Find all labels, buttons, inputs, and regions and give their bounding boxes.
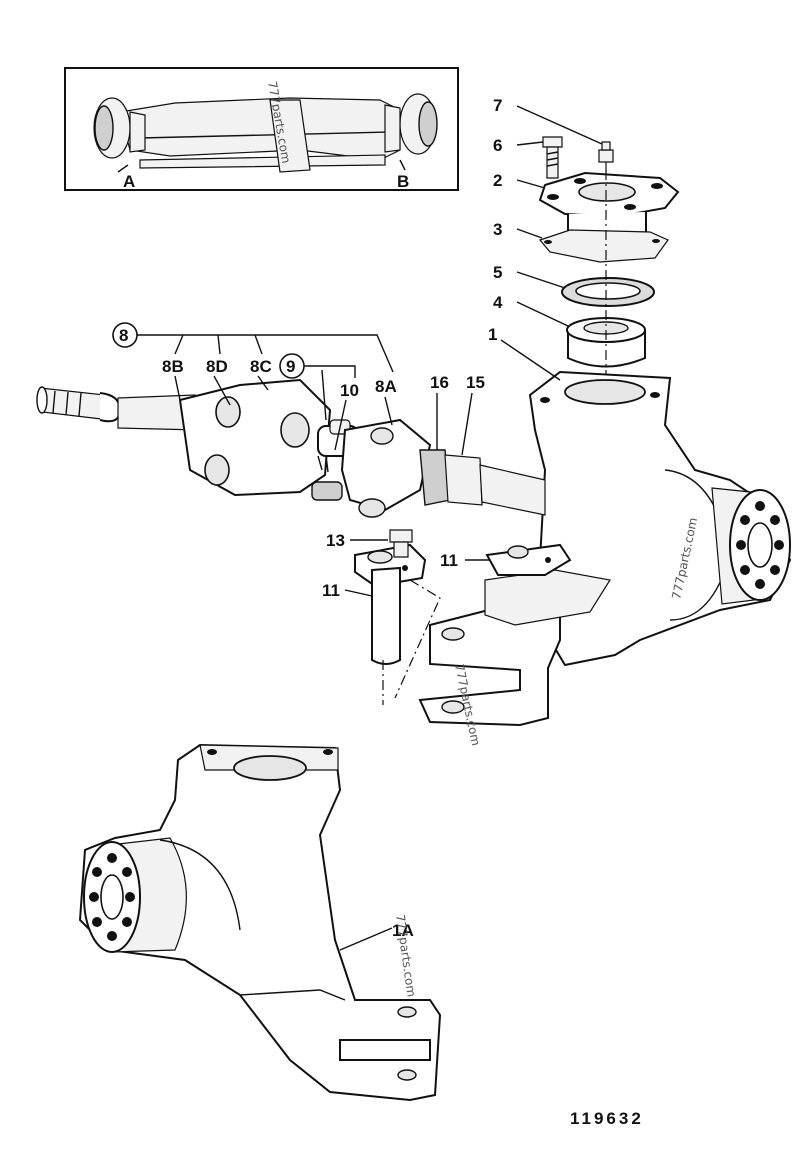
axle-overview-inset: A B 777parts.com (64, 67, 459, 191)
leader-8-bar (137, 334, 394, 373)
uj-yoke-8a (340, 418, 432, 512)
left-hub-face (94, 105, 114, 151)
axle-beam-lower-edge (139, 131, 391, 139)
upper-pin-plate: 11 (440, 543, 572, 576)
leader-a (117, 164, 129, 173)
watermark-1a: 777parts.com (393, 913, 418, 997)
right-hub-face (418, 101, 438, 147)
label-2: 2 (493, 171, 502, 190)
leader-6 (516, 141, 544, 146)
king-pin (371, 566, 401, 665)
axle-beam (119, 97, 401, 161)
swivel-housing-1: 1 777parts.com 777parts.com (418, 325, 792, 747)
leader-5 (516, 271, 566, 289)
leader-1a (339, 927, 393, 951)
label-11-right: 11 (440, 551, 458, 570)
leader-11-left (344, 589, 373, 597)
label-1: 1 (488, 325, 497, 344)
axle-center-mount (269, 99, 311, 173)
label-16: 16 (430, 373, 449, 392)
label-8: 8 (119, 326, 128, 345)
leader-2 (516, 179, 546, 189)
leader-1 (500, 339, 561, 381)
swivel-housing-1a: 1A 777parts.com (78, 743, 442, 1102)
shaft-outer-15 (479, 464, 546, 516)
shaft-collar-15 (444, 454, 483, 506)
label-8b: 8B (162, 357, 184, 376)
label-8d: 8D (206, 357, 228, 376)
oil-seal (561, 277, 655, 307)
shaft-spline-stub (39, 387, 111, 421)
label-a: A (123, 172, 135, 191)
label-11-left: 11 (322, 581, 340, 600)
shim-plate (538, 229, 669, 263)
label-4: 4 (493, 293, 503, 312)
leader-4 (516, 301, 569, 327)
label-1a: 1A (392, 921, 414, 940)
reference-number: 119632 (570, 1109, 644, 1128)
leader-b (399, 159, 406, 171)
label-10: 10 (340, 381, 359, 400)
king-pin-group: 13 11 (322, 529, 441, 705)
shaft-collar (99, 392, 122, 423)
label-8c: 8C (250, 357, 272, 376)
leader-7 (516, 105, 603, 145)
label-5: 5 (493, 263, 502, 282)
label-13: 13 (326, 531, 345, 550)
label-b: B (397, 172, 409, 191)
grease-nipple (598, 141, 614, 178)
cap-bolt (542, 136, 563, 179)
swivel-top-stack: 7 6 2 3 (493, 96, 680, 385)
label-6: 6 (493, 136, 502, 155)
label-8a: 8A (375, 377, 397, 396)
leader-3 (516, 228, 543, 239)
label-7: 7 (493, 96, 502, 115)
label-3: 3 (493, 220, 502, 239)
label-9: 9 (286, 357, 295, 376)
left-knuckle (129, 111, 146, 153)
drive-shaft-assembly: 8 8B 8D 8C 8A 9 10 16 15 (36, 322, 546, 518)
label-15: 15 (466, 373, 485, 392)
right-knuckle (384, 104, 401, 153)
